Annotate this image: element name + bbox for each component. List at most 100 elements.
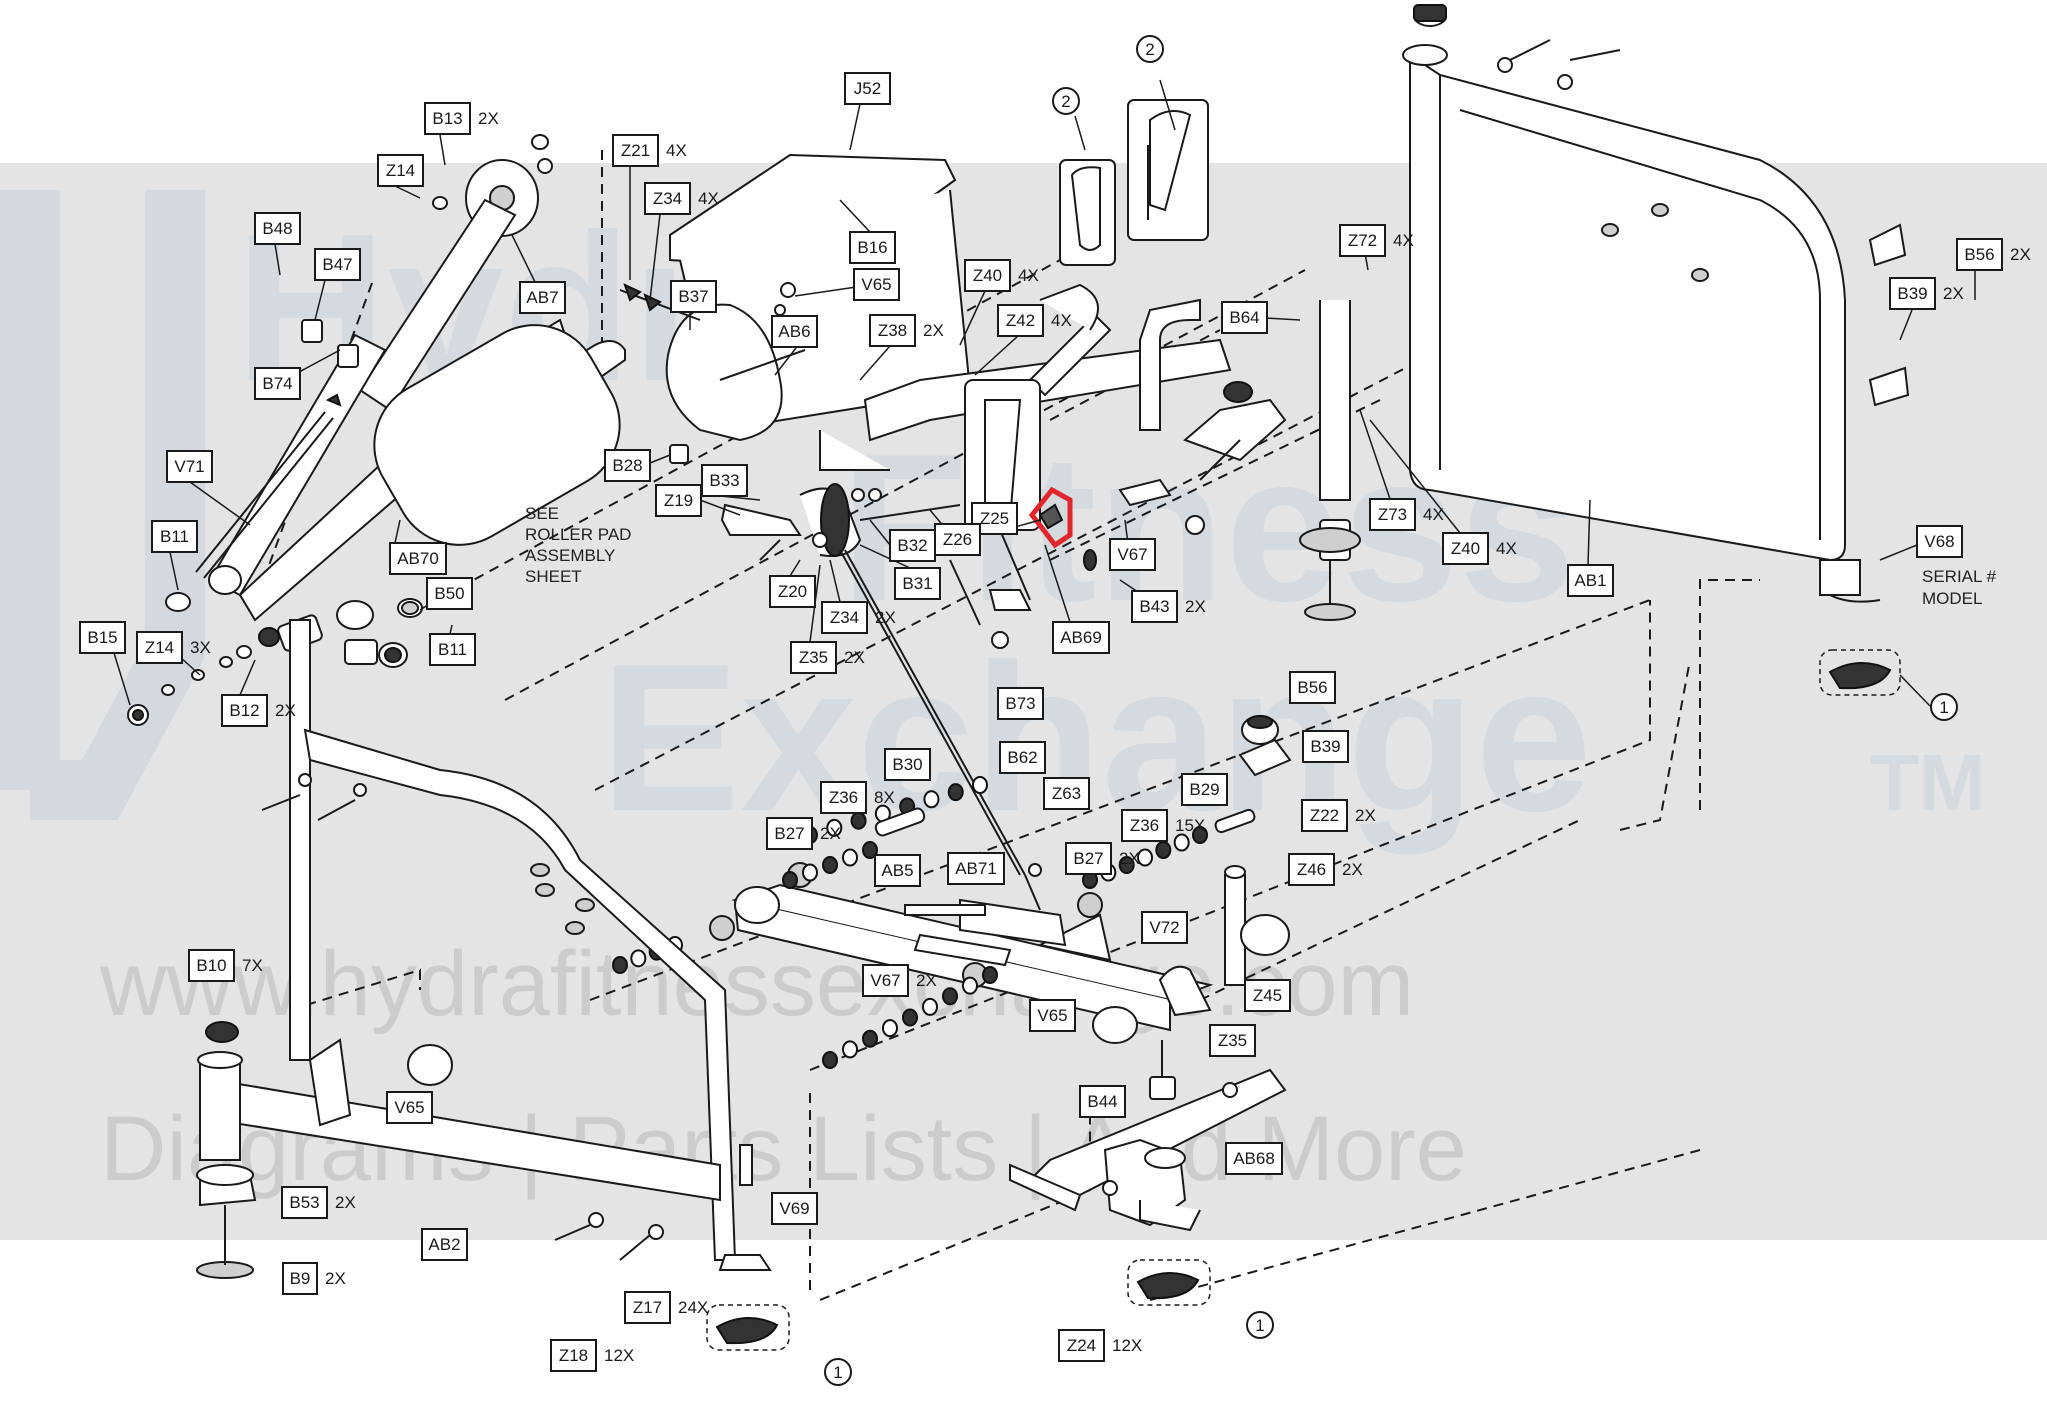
leader-line bbox=[1587, 499, 1591, 566]
callout-ab68-69: AB68 bbox=[1225, 1142, 1283, 1175]
callout-z14-2: Z14 bbox=[377, 154, 424, 187]
callout-part-number: B37 bbox=[678, 287, 708, 306]
callout-b74-6: B74 bbox=[254, 367, 301, 400]
roller-pad-note: SEE ROLLER PAD ASSEMBLY SHEET bbox=[525, 504, 631, 586]
callout-part-number: B43 bbox=[1139, 597, 1169, 616]
callout-v65-65: V65 bbox=[1029, 999, 1076, 1032]
callout-part-number: Z20 bbox=[778, 582, 807, 601]
callout-b47-4: B47 bbox=[314, 248, 361, 281]
callout-ab69-36: AB69 bbox=[1052, 621, 1110, 654]
callout-part-number: Z46 bbox=[1297, 860, 1326, 879]
leader-line bbox=[1074, 115, 1086, 151]
callout-number: 1 bbox=[833, 1363, 842, 1382]
note-roller-pad-2: ROLLER PAD bbox=[525, 525, 631, 544]
callout-quantity: 4X bbox=[1051, 311, 1072, 330]
spacer-washer bbox=[902, 1008, 918, 1027]
callout-b56-59: B56 bbox=[1289, 671, 1336, 704]
callout-part-number: B16 bbox=[857, 238, 887, 257]
callout-part-number: Z14 bbox=[145, 638, 174, 657]
callout-quantity: 15X bbox=[1175, 816, 1205, 835]
callout-part-number: AB70 bbox=[397, 549, 439, 568]
leader-line bbox=[449, 624, 453, 635]
callout-ab71-55: AB71 bbox=[947, 852, 1005, 885]
leader-line bbox=[394, 185, 421, 199]
spacer-washer bbox=[782, 871, 798, 889]
serial-note: SERIAL # MODEL bbox=[1922, 567, 1997, 608]
callout-b11-11: B11 bbox=[429, 633, 476, 666]
leader-line bbox=[439, 134, 446, 166]
note-roller-pad-1: SEE bbox=[525, 504, 559, 523]
callout-part-number: Z42 bbox=[1006, 311, 1035, 330]
callout-part-number: B73 bbox=[1005, 694, 1035, 713]
callout-part-number: B39 bbox=[1310, 737, 1340, 756]
callout-b33-25: B33 bbox=[701, 464, 748, 497]
center-pivot bbox=[720, 483, 1026, 876]
callout-z42-23: Z42 4X bbox=[997, 304, 1072, 337]
leader-line bbox=[1044, 544, 1071, 623]
callout-quantity: 2X bbox=[2010, 245, 2031, 264]
callout-part-number: B53 bbox=[289, 1193, 319, 1212]
highlight-marker bbox=[1028, 486, 1073, 549]
callout-b64-38: B64 bbox=[1221, 301, 1268, 334]
callout-part-number: Z18 bbox=[559, 1346, 588, 1365]
spacer-washer bbox=[1192, 826, 1208, 844]
spacer-washer bbox=[630, 949, 647, 968]
callout-quantity: 4X bbox=[698, 189, 719, 208]
leader-line bbox=[1899, 309, 1913, 341]
callout-part-number: Z17 bbox=[633, 1298, 662, 1317]
callout-b48-3: B48 bbox=[254, 212, 301, 245]
callout-part-number: Z34 bbox=[653, 189, 682, 208]
leader-line bbox=[1369, 419, 1461, 534]
callout-part-number: Z19 bbox=[664, 491, 693, 510]
leader-line bbox=[394, 519, 401, 544]
spacer-washer bbox=[922, 997, 938, 1016]
callout-quantity: 24X bbox=[678, 1298, 708, 1317]
callout-b30-49: B30 bbox=[884, 748, 931, 781]
callout-b32-29: B32 bbox=[889, 529, 936, 562]
callout-b73-48: B73 bbox=[997, 687, 1044, 720]
leader-line bbox=[849, 103, 861, 151]
callout-v69-75: V69 bbox=[771, 1192, 818, 1225]
callout-quantity: 8X bbox=[874, 788, 895, 807]
callout-part-number: Z45 bbox=[1253, 986, 1282, 1005]
callout-part-number: B9 bbox=[290, 1269, 311, 1288]
frame-ab2 bbox=[196, 619, 772, 1279]
leader-line bbox=[189, 481, 251, 526]
callout-quantity: 4X bbox=[1393, 231, 1414, 250]
callout-ab5-54: AB5 bbox=[874, 854, 921, 887]
spacer-washer bbox=[923, 790, 940, 809]
leader-line bbox=[169, 551, 179, 591]
spacer-washer bbox=[842, 1040, 858, 1059]
callout-part-number: AB68 bbox=[1233, 1149, 1275, 1168]
callout-part-number: V71 bbox=[174, 457, 204, 476]
callout-v67-34: V67 bbox=[1109, 538, 1156, 571]
callout-part-number: B27 bbox=[774, 824, 804, 843]
callout-ab2-73: AB2 bbox=[421, 1228, 468, 1261]
leader-line bbox=[1359, 409, 1391, 500]
callout-ab70-9: AB70 bbox=[389, 542, 447, 575]
callout-part-number: V67 bbox=[870, 971, 900, 990]
note-roller-pad-4: SHEET bbox=[525, 567, 582, 586]
callout-j52-0: J52 bbox=[844, 72, 891, 105]
spacer-washer bbox=[850, 811, 867, 830]
callout-v65-70: V65 bbox=[386, 1091, 433, 1124]
leader-line bbox=[859, 345, 891, 381]
leader-line bbox=[974, 335, 1019, 376]
callout-b50-10: B50 bbox=[426, 577, 473, 610]
callout-v72-63: V72 bbox=[1141, 911, 1188, 944]
callout-part-number: Z24 bbox=[1067, 1336, 1096, 1355]
callout-part-number: B44 bbox=[1087, 1092, 1117, 1111]
spacer-washer bbox=[822, 1051, 838, 1069]
callout-z63-52: Z63 bbox=[1043, 777, 1090, 810]
spacer-washer bbox=[962, 976, 978, 995]
